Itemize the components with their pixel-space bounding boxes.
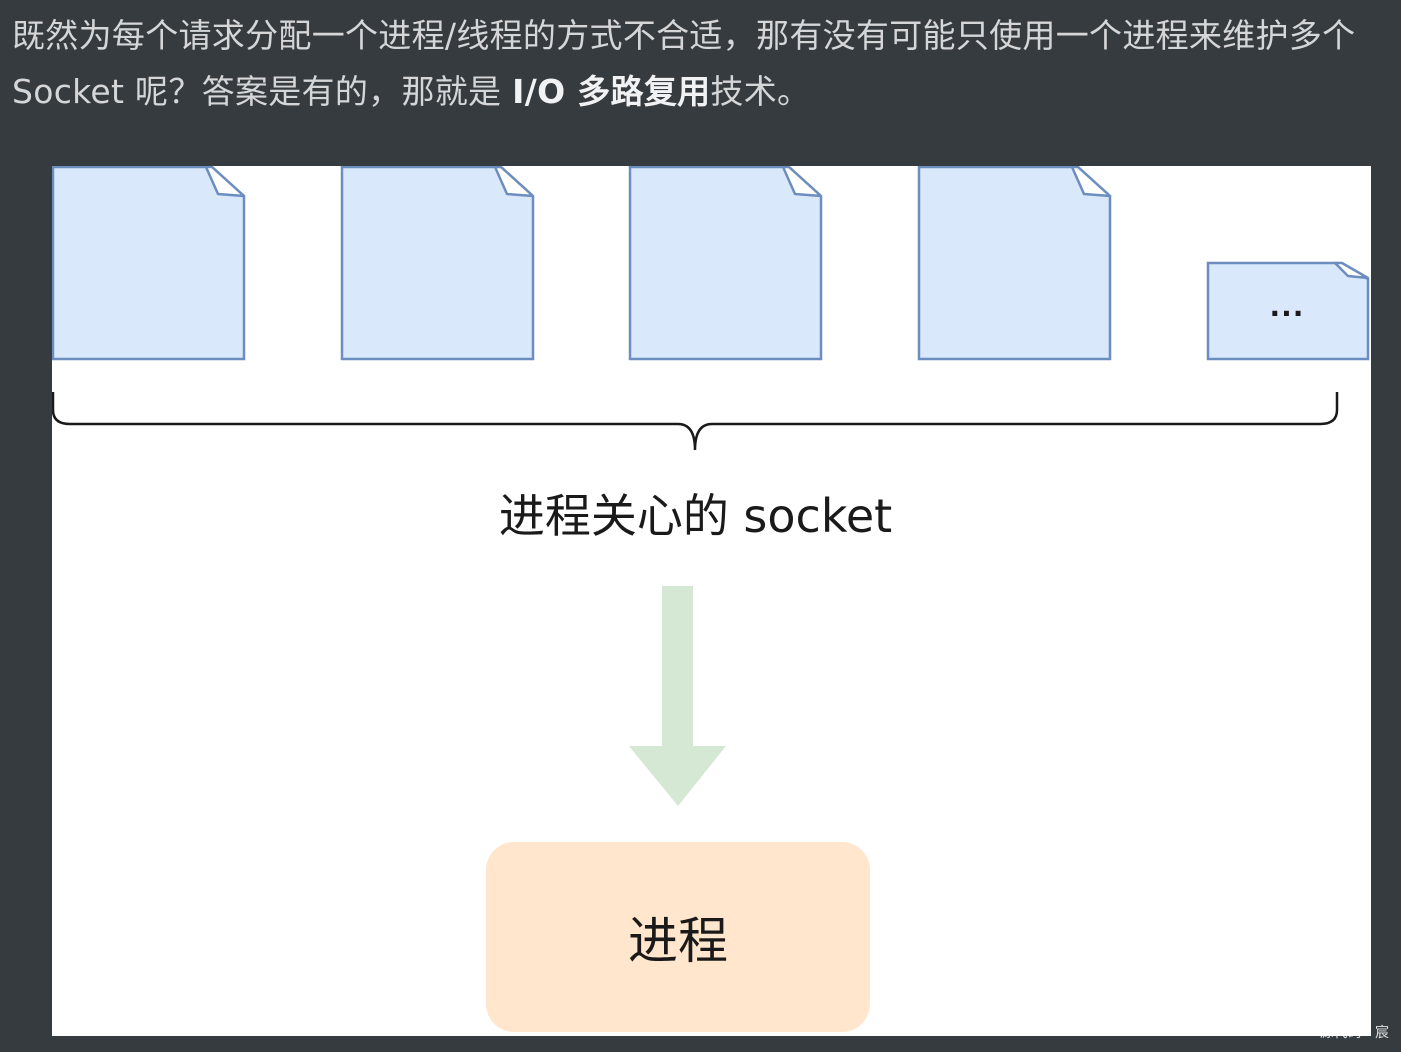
paragraph-text: 既然为每个请求分配一个进程/线程的方式不合适，那有没有可能只使用一个进程来维护多… [12, 8, 1397, 120]
more-sockets-ellipsis: ... [1269, 290, 1305, 323]
socket-document-3 [628, 166, 823, 361]
socket-document-2 [340, 166, 535, 361]
process-box: 进程 [486, 842, 870, 1032]
paragraph-bold-term: I/O 多路复用 [512, 72, 711, 111]
socket-document-1 [52, 166, 246, 361]
diagram-canvas [52, 166, 1370, 806]
paragraph-text-before: 既然为每个请求分配一个进程/线程的方式不合适，那有没有可能只使用一个进程来维护多… [12, 16, 1356, 111]
watermark: 源代码 · 宸 [1319, 1025, 1389, 1041]
sockets-of-interest-label: 进程关心的 socket [498, 489, 893, 543]
process-label: 进程 [628, 912, 728, 970]
grouping-brace [52, 392, 1339, 451]
down-arrow-icon [629, 586, 726, 806]
socket-document-more [1206, 261, 1370, 361]
socket-document-4 [917, 166, 1112, 361]
io-multiplexing-diagram: ... 进程关心的 socket 进程 [52, 166, 1371, 1036]
paragraph-text-after: 技术。 [710, 72, 811, 111]
